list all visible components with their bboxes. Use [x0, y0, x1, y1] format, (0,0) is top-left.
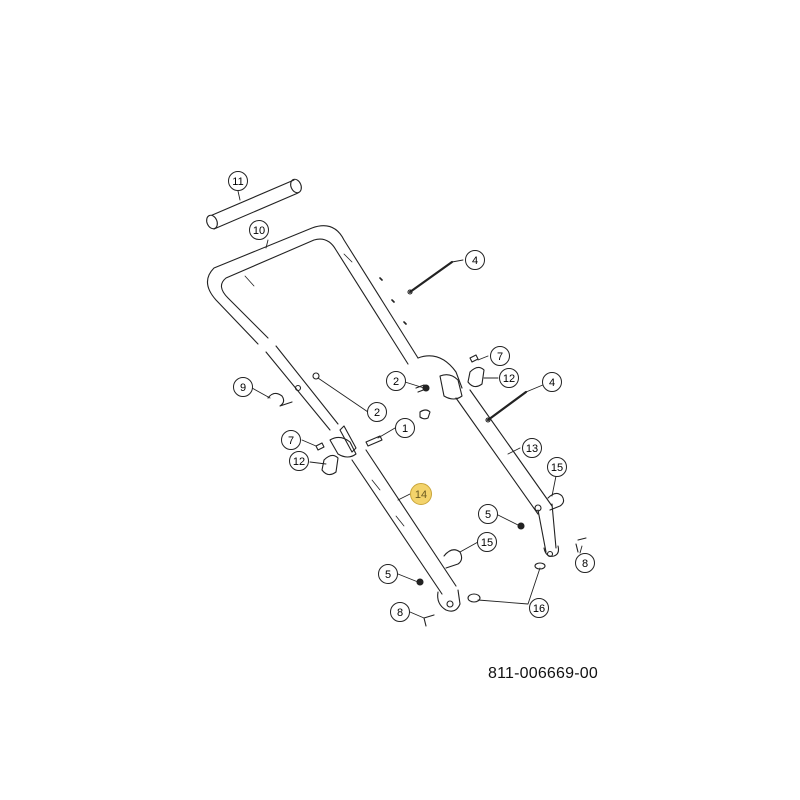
callout-9: 9	[233, 377, 253, 397]
leader-lines	[237, 190, 583, 619]
callout-8-right: 8	[575, 553, 595, 573]
callout-13: 13	[522, 438, 542, 458]
callout-4-top: 4	[465, 250, 485, 270]
callout-4-middle: 4	[542, 372, 562, 392]
callout-2-right: 2	[386, 371, 406, 391]
callouts: 11 10 4 4 7 12 2 9	[228, 171, 595, 622]
svg-text:1: 1	[402, 423, 408, 435]
svg-text:13: 13	[526, 443, 538, 455]
hardware	[267, 354, 587, 627]
callout-12-left: 12	[289, 451, 309, 471]
svg-text:8: 8	[582, 558, 588, 570]
callout-8-left: 8	[390, 602, 410, 622]
callout-7-left: 7	[281, 430, 301, 450]
svg-text:10: 10	[253, 225, 265, 237]
svg-text:7: 7	[497, 351, 503, 363]
svg-text:5: 5	[485, 509, 491, 521]
callout-15-right: 15	[547, 457, 567, 477]
svg-text:7: 7	[288, 435, 294, 447]
callout-7-right: 7	[490, 346, 510, 366]
cables	[407, 260, 528, 423]
callout-1: 1	[395, 418, 415, 438]
callout-12-right: 12	[499, 368, 519, 388]
upper-handle	[206, 225, 419, 431]
grip-tube	[206, 178, 302, 230]
left-lower-handle	[329, 425, 461, 612]
callout-10: 10	[249, 220, 269, 240]
svg-text:8: 8	[397, 607, 403, 619]
part-number-label: 811-006669-00	[488, 665, 598, 682]
callout-14-highlighted: 14	[410, 483, 432, 505]
svg-text:16: 16	[533, 603, 545, 615]
svg-text:2: 2	[393, 376, 399, 388]
svg-text:4: 4	[472, 255, 478, 267]
callout-11: 11	[228, 171, 248, 191]
svg-text:15: 15	[551, 462, 563, 474]
svg-text:12: 12	[503, 373, 515, 385]
svg-text:14: 14	[415, 489, 427, 501]
svg-text:5: 5	[385, 569, 391, 581]
callout-5-left: 5	[378, 564, 398, 584]
svg-text:4: 4	[549, 377, 555, 389]
callout-5-right: 5	[478, 504, 498, 524]
svg-text:11: 11	[232, 176, 243, 188]
svg-text:15: 15	[481, 537, 493, 549]
callout-15-lower: 15	[477, 532, 497, 552]
svg-text:12: 12	[293, 456, 305, 468]
callout-2-left: 2	[367, 402, 387, 422]
callout-16: 16	[529, 598, 549, 618]
right-lower-handle	[417, 355, 560, 558]
svg-text:9: 9	[240, 382, 246, 394]
svg-text:2: 2	[374, 407, 380, 419]
